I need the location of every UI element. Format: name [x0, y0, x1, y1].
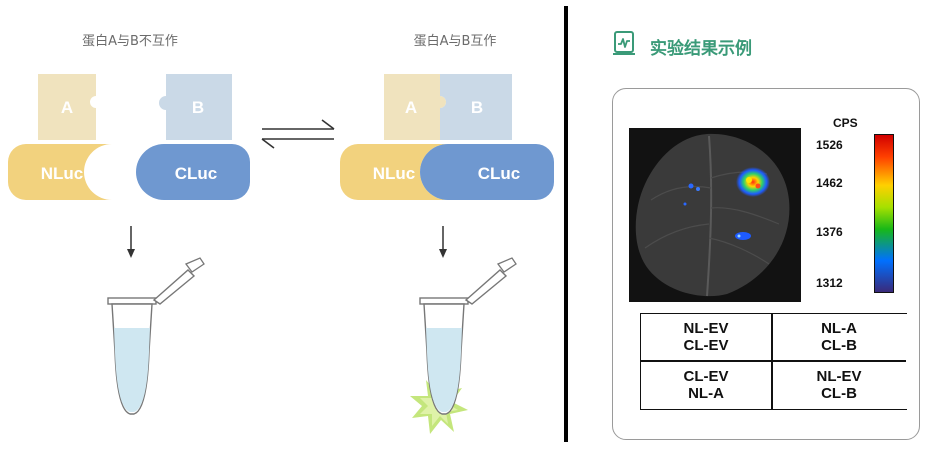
equilibrium-arrows — [261, 119, 335, 149]
cell-line: NL-A — [688, 385, 724, 402]
interaction-diagram: A B NLuc CLuc A B — [8, 74, 554, 434]
cell-line: NL-EV — [683, 320, 729, 337]
down-arrow-1 — [127, 226, 135, 258]
cluc-label-2: CLuc — [478, 164, 521, 183]
cluc-fragment-bound — [420, 144, 554, 200]
table-cell-top-right: NL-A CL-B — [773, 314, 905, 360]
sample-table — [640, 313, 907, 410]
nluc-fragment-separate — [8, 144, 112, 200]
tube-no-signal — [107, 257, 205, 415]
table-cell-top-left: NL-EV CL-EV — [641, 314, 771, 360]
sample-table-hline — [640, 360, 906, 362]
colorbar-title: CPS — [833, 116, 858, 130]
cell-line: CL-B — [821, 385, 857, 402]
table-cell-bottom-left: CL-EV NL-A — [641, 362, 771, 408]
result-title: 实验结果示例 — [650, 39, 752, 59]
caption-interaction: 蛋白A与B互作 — [413, 34, 497, 49]
nluc-fragment-bound — [340, 144, 448, 200]
colorbar-tick-1376: 1376 — [816, 225, 843, 239]
chart-result-icon — [613, 31, 635, 55]
puzzle-piece-b-separate — [159, 74, 232, 140]
puzzle-a-label-2: A — [405, 98, 417, 117]
cell-line: CL-EV — [683, 368, 729, 385]
nluc-label-1: NLuc — [41, 164, 84, 183]
cell-line: CL-B — [821, 337, 857, 354]
cell-line: NL-A — [821, 320, 857, 337]
colorbar-tick-1462: 1462 — [816, 176, 843, 190]
tube-with-signal — [419, 257, 517, 415]
cluc-label-1: CLuc — [175, 164, 218, 183]
nluc-label-2: NLuc — [373, 164, 416, 183]
cell-line: NL-EV — [816, 368, 862, 385]
colorbar-tick-1312: 1312 — [816, 276, 843, 290]
puzzle-piece-a-separate — [38, 74, 96, 140]
puzzle-a-label-1: A — [61, 98, 73, 117]
colorbar-tick-1526: 1526 — [816, 138, 843, 152]
puzzle-b-label-2: B — [471, 98, 483, 117]
panel-divider — [564, 6, 568, 442]
cluc-fragment-separate — [136, 144, 250, 200]
puzzle-piece-b-bound — [440, 74, 512, 140]
table-cell-bottom-right: NL-EV CL-B — [773, 362, 905, 408]
colorbar — [874, 134, 894, 293]
caption-no-interaction: 蛋白A与B不互作 — [82, 34, 178, 49]
cell-line: CL-EV — [683, 337, 729, 354]
puzzle-piece-a-bound — [384, 74, 446, 140]
down-arrow-2 — [439, 226, 447, 258]
leaf-luminescence-image — [629, 128, 801, 302]
puzzle-b-label-1: B — [192, 98, 204, 117]
